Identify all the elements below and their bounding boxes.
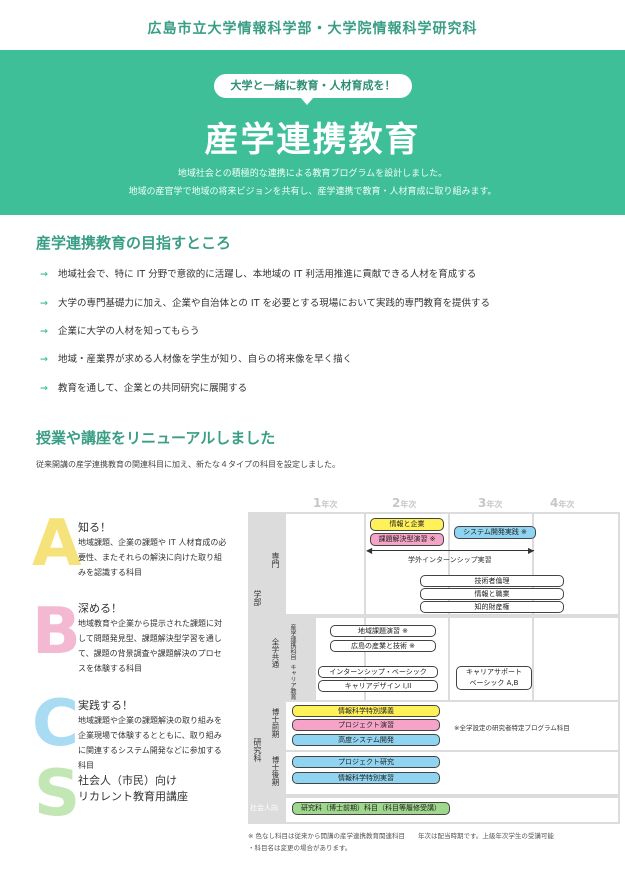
category-title-s: 社会人（市民）向け リカレント教育用講座 <box>78 774 188 803</box>
arrow-left-icon: ◀ <box>366 546 373 555</box>
speech-bubble-tail <box>300 97 314 105</box>
internship-arrow-line <box>370 550 534 551</box>
chart-note-1: ※ 色なし科目は従来から開講の産学連携教育関連科目 年次は配当時期です。上級年次… <box>248 832 554 840</box>
goal-item: → 企業に大学の人材を知ってもらう <box>40 323 200 337</box>
course-pill: 技術者倫理 <box>420 575 564 587</box>
goal-item: → 地域社会で、特に IT 分野で意欲的に活躍し、本地域の IT 利活用推進に貢献… <box>40 266 476 280</box>
category-desc-c: 地域課題や企業の課題解決の取り組みを企業現場で体験するとともに、取り組みに関連す… <box>78 716 222 770</box>
year-header-2: 2年次 <box>392 496 417 510</box>
course-pill: 知的財産権 <box>420 601 564 613</box>
goal-item: → 地域・産業界が求める人材像を学生が知り、自らの将来像を早く描く <box>40 351 352 365</box>
courses-intro: 従来開講の産学連携教育の関連科目に加え、新たな４タイプの科目を設定しました。 <box>36 460 340 469</box>
goal-item: → 教育を通して、企業との共同研究に展開する <box>40 380 247 394</box>
hero-subtitle-2: 地域の産官学で地域の将来ビジョンを共有し、産学連携で教育・人材育成に取り組みます… <box>128 187 497 197</box>
chart-note-2: ・科目名は変更の場合があります。 <box>248 844 352 852</box>
course-pill: 研究科（博士前期）科目（科目等履修受講） <box>292 802 450 815</box>
goal-text: 教育を通して、企業との共同研究に展開する <box>57 383 248 394</box>
course-pill: 地域課題演習 ※ <box>330 625 436 637</box>
course-pill: インターンシップ・ベーシック <box>318 666 438 678</box>
course-pill: 課題解決型演習 ※ <box>370 533 444 546</box>
goal-text: 地域・産業界が求める人材像を学生が知り、自らの将来像を早く描く <box>57 354 353 365</box>
page-header-title: 広島市立大学情報科学部・大学院情報科学研究科 <box>147 21 478 37</box>
course-pill: 情報科学特別講義 <box>292 705 440 717</box>
course-pill: 広島の産業と技術 ※ <box>330 640 436 652</box>
course-pill: 情報と企業 <box>370 518 444 531</box>
course-pill: キャリアデザイン I,II <box>318 680 438 692</box>
category-desc-b: 地域教育や企業から提示された課題に対して問題発見型、課題解決型学習を通して、課題… <box>78 619 222 673</box>
category-title-c: 実践する！ <box>78 699 133 712</box>
courses-heading: 授業や講座をリニューアルしました <box>36 429 276 447</box>
goal-text: 大学の専門基礎力に加え、企業や自治体との IT を必要とする現場において実践的専… <box>57 298 490 309</box>
category-title-a: 知る！ <box>78 521 111 534</box>
hero-speech-bubble: 大学と一緒に教育・人材育成を！ <box>214 74 412 98</box>
course-pill: 高度システム開発 <box>292 734 440 746</box>
row-label-senmon: 専門 <box>271 552 280 568</box>
row-label-kenkyuka: 研究科 <box>253 738 262 762</box>
arrow-icon: → <box>40 354 48 365</box>
category-desc-a: 地域課題、企業の課題や IT 人材育成の必要性、またそれらの解決に向けた取り組み… <box>78 538 227 577</box>
course-pill: システム開発実践 ※ <box>454 526 536 539</box>
category-letter-b: B <box>32 595 81 669</box>
course-note: ※全学設定の研究者特定プログラム科目 <box>454 724 570 732</box>
row-label-kyaria: キャリア教育 <box>289 664 296 700</box>
row-label-gakubu: 学部 <box>253 590 262 606</box>
course-pill: プロジェクト演習 <box>292 719 440 731</box>
category-letter-c: C <box>32 687 79 761</box>
year-header-1: 1年次 <box>313 496 338 510</box>
year-header-3: 3年次 <box>478 496 503 510</box>
category-letter-a: A <box>32 507 82 581</box>
course-label: 学外インターンシップ実習 <box>408 556 492 564</box>
goal-text: 地域社会で、特に IT 分野で意欲的に活躍し、本地域の IT 利活用推進に貢献で… <box>57 269 477 280</box>
arrow-icon: → <box>40 383 48 394</box>
course-pill: 情報科学特別実習 <box>292 772 440 784</box>
category-title-b: 深める！ <box>78 602 122 615</box>
arrow-icon: → <box>40 269 48 280</box>
goal-item: → 大学の専門基礎力に加え、企業や自治体との IT を必要とする現場において実践的… <box>40 295 490 309</box>
row-label-shakaijin: 社会人向 <box>250 804 278 812</box>
course-pill: 情報と職業 <box>420 588 564 600</box>
row-label-zengaku: 全学共通 <box>271 638 280 668</box>
goals-heading: 産学連携教育の目指すところ <box>36 234 232 252</box>
arrow-icon: → <box>40 326 48 337</box>
row-label-sangaku: 産学連携科目 <box>289 624 296 660</box>
category-letter-s: S <box>34 757 81 831</box>
year-header-4: 4年次 <box>550 496 575 510</box>
arrow-right-icon: ▶ <box>528 546 535 555</box>
hero-subtitle-1: 地域社会との積極的な連携による教育プログラムを設計しました。 <box>177 169 448 179</box>
goal-text: 企業に大学の人材を知ってもらう <box>57 326 200 337</box>
course-pill: キャリアサポート ベーシック A,B <box>456 666 532 690</box>
hero-title: 産学連携教育 <box>204 120 421 160</box>
row-label-hakase-zenki: 博士前期 <box>271 708 280 738</box>
arrow-icon: → <box>40 298 48 309</box>
course-pill: プロジェクト研究 <box>292 756 440 768</box>
row-label-hakase-kouki: 博士後期 <box>271 756 280 786</box>
